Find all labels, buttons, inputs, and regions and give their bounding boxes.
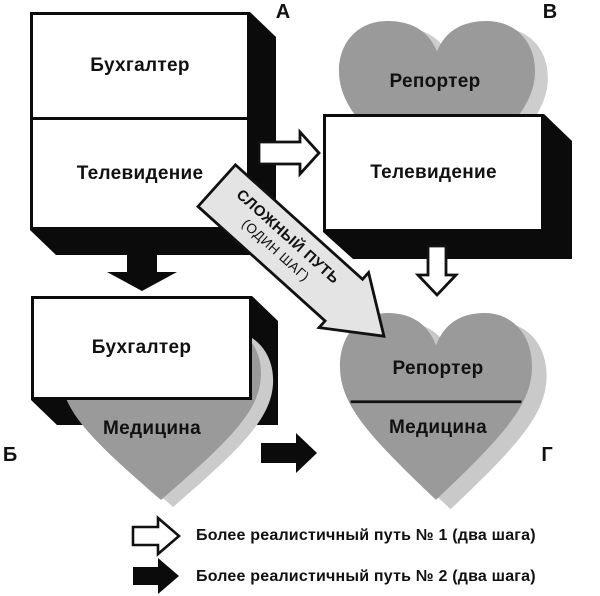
arrow-a-to-v-white-right-icon bbox=[257, 128, 321, 178]
node-a-top-cell: Бухгалтер bbox=[33, 15, 247, 120]
node-a-bottom-cell: Телевидение bbox=[33, 120, 247, 227]
legend-black-arrow-icon bbox=[133, 558, 179, 594]
heart-shape-g bbox=[339, 313, 547, 510]
node-b-box-label: Бухгалтер bbox=[91, 337, 192, 358]
hard-path-ribbon-arrow: СЛОЖНЫЙ ПУТЬ (ОДИН ШАГ) bbox=[191, 157, 411, 366]
letter-a: А bbox=[275, 1, 291, 23]
heart-v-body bbox=[338, 20, 536, 197]
box-v-shadow bbox=[323, 114, 572, 259]
hard-path-arrow-shape-icon bbox=[196, 162, 386, 338]
arrow-b-to-g-black-right-icon bbox=[261, 433, 317, 473]
legend-item-1-label: Более реалистичный путь № 1 (два шага) bbox=[196, 527, 536, 544]
legend-white-arrow-icon bbox=[131, 515, 181, 557]
node-a-top-label: Бухгалтер bbox=[90, 55, 190, 76]
heart-g-body bbox=[339, 313, 533, 500]
legend-item-2-label: Более реалистичный путь № 2 (два шага) bbox=[196, 568, 536, 585]
node-a-bottom-label: Телевидение bbox=[76, 162, 204, 184]
node-v-box: Телевидение bbox=[323, 114, 544, 232]
letter-v: В bbox=[542, 1, 558, 23]
heart-v-label: Репортер bbox=[389, 71, 481, 92]
heart-g-top-label: Репортер bbox=[392, 358, 484, 379]
letter-b: Б bbox=[2, 444, 18, 466]
arrow-v-to-g-white-down-icon bbox=[414, 244, 460, 298]
node-b-box: Бухгалтер bbox=[31, 296, 252, 400]
arrow-a-to-b-black-down-icon bbox=[107, 248, 177, 291]
heart-g-bottom-label: Медицина bbox=[389, 417, 487, 438]
heart-b-label: Медицина bbox=[103, 418, 201, 439]
letter-g: Г bbox=[541, 444, 553, 466]
node-v-box-label: Телевидение bbox=[370, 162, 497, 183]
